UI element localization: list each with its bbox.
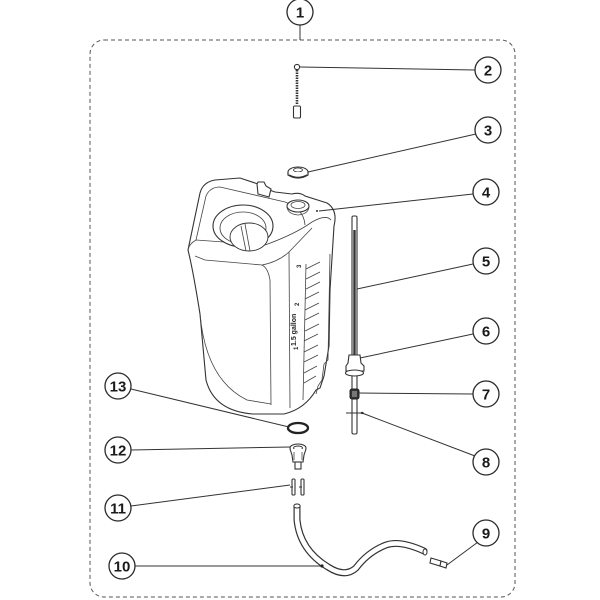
- callout-4-label: 4: [482, 185, 491, 202]
- callout-1-label: 1: [296, 5, 304, 22]
- hose-connector-part[interactable]: [429, 557, 448, 569]
- callout-13-label: 13: [110, 379, 127, 396]
- callout-6-label: 6: [482, 324, 490, 341]
- hose-part[interactable]: [293, 503, 428, 577]
- scale-mark-2: 2: [295, 302, 301, 306]
- callout-9-label: 9: [482, 526, 490, 543]
- scale-mark-1: 1: [294, 346, 300, 350]
- callout-10[interactable]: 10: [108, 552, 136, 580]
- tank-scale: 3 2 1 1.5 gallon: [291, 253, 331, 401]
- assembly-boundary: [89, 39, 516, 598]
- callout-5-label: 5: [482, 254, 490, 271]
- callout-1[interactable]: 1: [286, 0, 314, 26]
- cap-strap-part[interactable]: [292, 63, 302, 119]
- callout-2-label: 2: [484, 63, 492, 80]
- callout-5[interactable]: 5: [472, 247, 500, 275]
- scale-mark-3: 3: [297, 264, 303, 268]
- capacity-label: 1.5 gallon: [291, 314, 298, 346]
- callout-6[interactable]: 6: [472, 317, 500, 345]
- callout-2[interactable]: 2: [474, 56, 502, 84]
- callout-3[interactable]: 3: [474, 116, 502, 144]
- callout-12[interactable]: 12: [104, 436, 132, 464]
- shaft-nut-part[interactable]: [349, 388, 360, 400]
- callout-3-label: 3: [484, 123, 492, 140]
- callout-9[interactable]: 9: [472, 519, 500, 547]
- clips-part[interactable]: [290, 478, 305, 496]
- callout-10-label: 10: [114, 559, 131, 576]
- outlet-o-ring-part[interactable]: [286, 421, 310, 435]
- callout-4[interactable]: 4: [472, 178, 500, 206]
- callout-8-label: 8: [482, 455, 490, 472]
- pump-shaft-part[interactable]: [351, 215, 358, 435]
- callout-8[interactable]: 8: [472, 448, 500, 476]
- callout-7[interactable]: 7: [472, 380, 500, 408]
- tank-part[interactable]: 3 2 1 1.5 gallon: [187, 177, 336, 415]
- callout-12-label: 12: [110, 443, 127, 460]
- callout-7-label: 7: [482, 387, 490, 404]
- cap-gasket-part[interactable]: [287, 166, 309, 179]
- callout-11[interactable]: 11: [104, 494, 132, 522]
- leader-lines: [130, 25, 479, 568]
- callout-13[interactable]: 13: [104, 372, 132, 400]
- callout-11-label: 11: [110, 501, 126, 518]
- outlet-fitting-part[interactable]: [289, 443, 307, 470]
